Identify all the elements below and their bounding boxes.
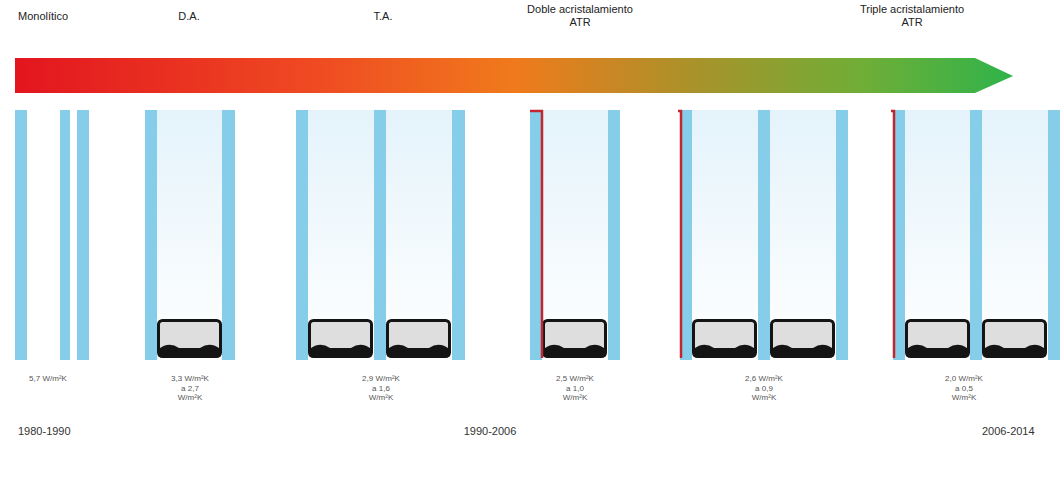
type-label: T.A. <box>343 10 423 23</box>
glass-panes <box>15 110 1060 360</box>
u-value: 3,3 W/m²K a 2,7 W/m²K <box>170 374 211 403</box>
low-e-coating <box>530 111 894 358</box>
performance-arrow <box>15 58 1013 93</box>
type-label: Triple acristalamiento ATR <box>851 3 973 29</box>
type-label: D.A. <box>149 10 229 23</box>
period-label: 1980-1990 <box>18 425 108 438</box>
air-gaps <box>157 110 1048 360</box>
spacer-bars <box>159 321 1046 357</box>
u-value: 2,0 W/m²K a 0,5 W/m²K <box>944 374 985 403</box>
u-value: 5,7 W/m²K <box>26 374 70 384</box>
u-value: 2,6 W/m²K a 0,9 W/m²K <box>744 374 785 403</box>
u-value: 2,9 W/m²K a 1,6 W/m²K <box>361 374 402 403</box>
period-label: 2006-2014 <box>982 425 1052 438</box>
type-label: Monolítico <box>18 10 138 23</box>
type-label: Doble acristalamiento ATR <box>519 3 641 29</box>
u-value: 2,5 W/m²K a 1,0 W/m²K <box>555 374 596 403</box>
period-label: 1990-2006 <box>445 425 535 438</box>
